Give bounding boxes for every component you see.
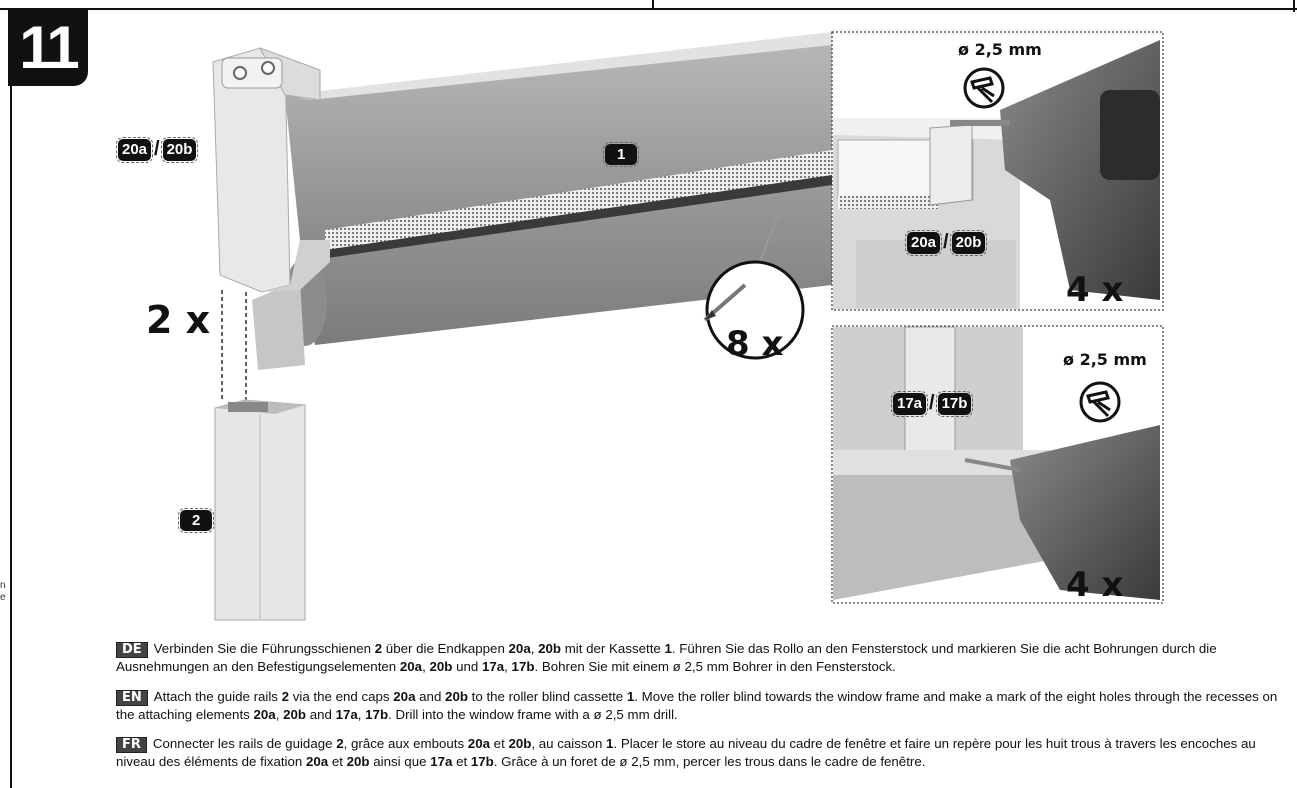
- text-run: et: [452, 754, 471, 769]
- roller-blind-cassette: [252, 32, 832, 370]
- text-run: et: [489, 736, 509, 751]
- side-text-fragment: n e: [0, 580, 6, 603]
- part-reference: 20b: [508, 736, 532, 751]
- part-reference: 17a: [430, 754, 453, 769]
- part-reference: 20b: [538, 641, 562, 656]
- part-label-17a: 17a: [890, 390, 929, 417]
- cassette-label-wrap: 1: [602, 142, 640, 167]
- part-label-2: 2: [177, 508, 215, 533]
- screw-icon: [963, 67, 1005, 109]
- part-reference: 17b: [470, 754, 494, 769]
- column-divider: [652, 0, 654, 10]
- part-label-20b: 20b: [160, 136, 199, 163]
- text-run: . Drill into the window frame with a ø 2…: [388, 707, 678, 722]
- part-reference: 17b: [365, 707, 389, 722]
- text-run: Verbinden Sie die Führungsschienen: [153, 641, 375, 656]
- part-reference: 20b: [429, 659, 453, 674]
- top-border: [0, 8, 1297, 10]
- label-group-inset-bottom: 17a / 17b: [890, 390, 974, 417]
- drill-diameter-bottom: ø 2,5 mm: [1063, 350, 1147, 369]
- drill-diameter-top: ø 2,5 mm: [958, 40, 1042, 59]
- qty-holes-top: 4 x: [1066, 270, 1124, 310]
- text-run: . Führen Sie das Rollo an den Fenstersto…: [116, 641, 1217, 674]
- part-label-20a: 20a: [115, 136, 154, 163]
- part-reference: 20b: [283, 707, 306, 722]
- text-run: Connecter les rails de guidage: [152, 736, 337, 751]
- text-run: ,: [504, 659, 512, 674]
- part-reference: 2: [374, 641, 383, 656]
- part-label-1: 1: [602, 142, 640, 167]
- qty-holes-bottom: 4 x: [1066, 565, 1124, 605]
- screw-callout: [703, 209, 805, 360]
- part-reference: 17b: [511, 659, 535, 674]
- text-run: über die Endkappen: [382, 641, 509, 656]
- text-run: and: [415, 689, 446, 704]
- text-run: mit der Kassette: [561, 641, 665, 656]
- text-run: to the roller blind cassette: [467, 689, 627, 704]
- part-reference: 1: [606, 736, 614, 751]
- part-reference: 20a: [508, 641, 531, 656]
- part-reference: 1: [664, 641, 672, 656]
- text-run: , au caisson: [531, 736, 607, 751]
- qty-guide-rails: 2 x: [146, 298, 211, 342]
- left-border: [10, 8, 12, 788]
- part-label-17b: 17b: [935, 390, 974, 417]
- instruction-text: Verbinden Sie die Führungsschienen 2 übe…: [116, 641, 1217, 674]
- text-run: . Placer le store au niveau du cadre de …: [116, 736, 1256, 769]
- label-separator: /: [943, 231, 949, 253]
- language-badge-de: DE: [116, 642, 148, 658]
- part-reference: 20a: [399, 659, 423, 674]
- inset-bottom: [831, 325, 1164, 604]
- guide-rail: [214, 399, 306, 621]
- language-badge-fr: FR: [116, 737, 147, 753]
- part-reference: 2: [336, 736, 344, 751]
- text-run: . Move the roller blind towards the wind…: [116, 689, 1278, 722]
- part-reference: 20a: [467, 736, 490, 751]
- label-group-end-caps: 20a / 20b: [115, 136, 199, 163]
- step-number: 11: [8, 8, 88, 86]
- text-run: ,: [530, 641, 539, 656]
- screw-icon: [1079, 381, 1121, 423]
- text-run: ,: [357, 707, 366, 722]
- instruction-text: Connecter les rails de guidage 2, grâce …: [116, 736, 1256, 769]
- label-group-inset-top: 20a / 20b: [904, 229, 988, 256]
- text-run: and: [306, 707, 336, 722]
- rail-label-wrap: 2: [177, 508, 215, 533]
- right-border: [1293, 0, 1295, 12]
- part-label-20b-inset: 20b: [949, 229, 988, 256]
- part-reference: 2: [281, 689, 290, 704]
- instruction-text: Attach the guide rails 2 via the end cap…: [116, 689, 1277, 722]
- part-reference: 20a: [393, 689, 416, 704]
- end-cap: [212, 47, 330, 293]
- part-reference: 20b: [346, 754, 370, 769]
- text-run: . Bohren Sie mit einem ø 2,5 mm Bohrer i…: [534, 659, 896, 674]
- label-separator: /: [929, 392, 935, 414]
- part-reference: 20b: [445, 689, 468, 704]
- part-reference: 1: [626, 689, 635, 704]
- part-reference: 20a: [305, 754, 329, 769]
- part-reference: 17a: [481, 659, 505, 674]
- qty-screws: 8 x: [726, 324, 784, 364]
- language-badge-en: EN: [116, 690, 148, 706]
- text-run: ainsi que: [369, 754, 431, 769]
- part-reference: 17a: [335, 707, 358, 722]
- text-run: via the end caps: [289, 689, 394, 704]
- text-run: . Grâce à un foret de ø 2,5 mm, percer l…: [493, 754, 926, 769]
- text-run: , grâce aux embouts: [343, 736, 468, 751]
- text-run: et: [328, 754, 347, 769]
- part-reference: 20a: [253, 707, 276, 722]
- text-run: ,: [275, 707, 284, 722]
- text-run: ,: [422, 659, 430, 674]
- part-label-20a-inset: 20a: [904, 229, 943, 256]
- text-run: und: [452, 659, 482, 674]
- label-separator: /: [154, 138, 160, 160]
- text-run: Attach the guide rails: [153, 689, 282, 704]
